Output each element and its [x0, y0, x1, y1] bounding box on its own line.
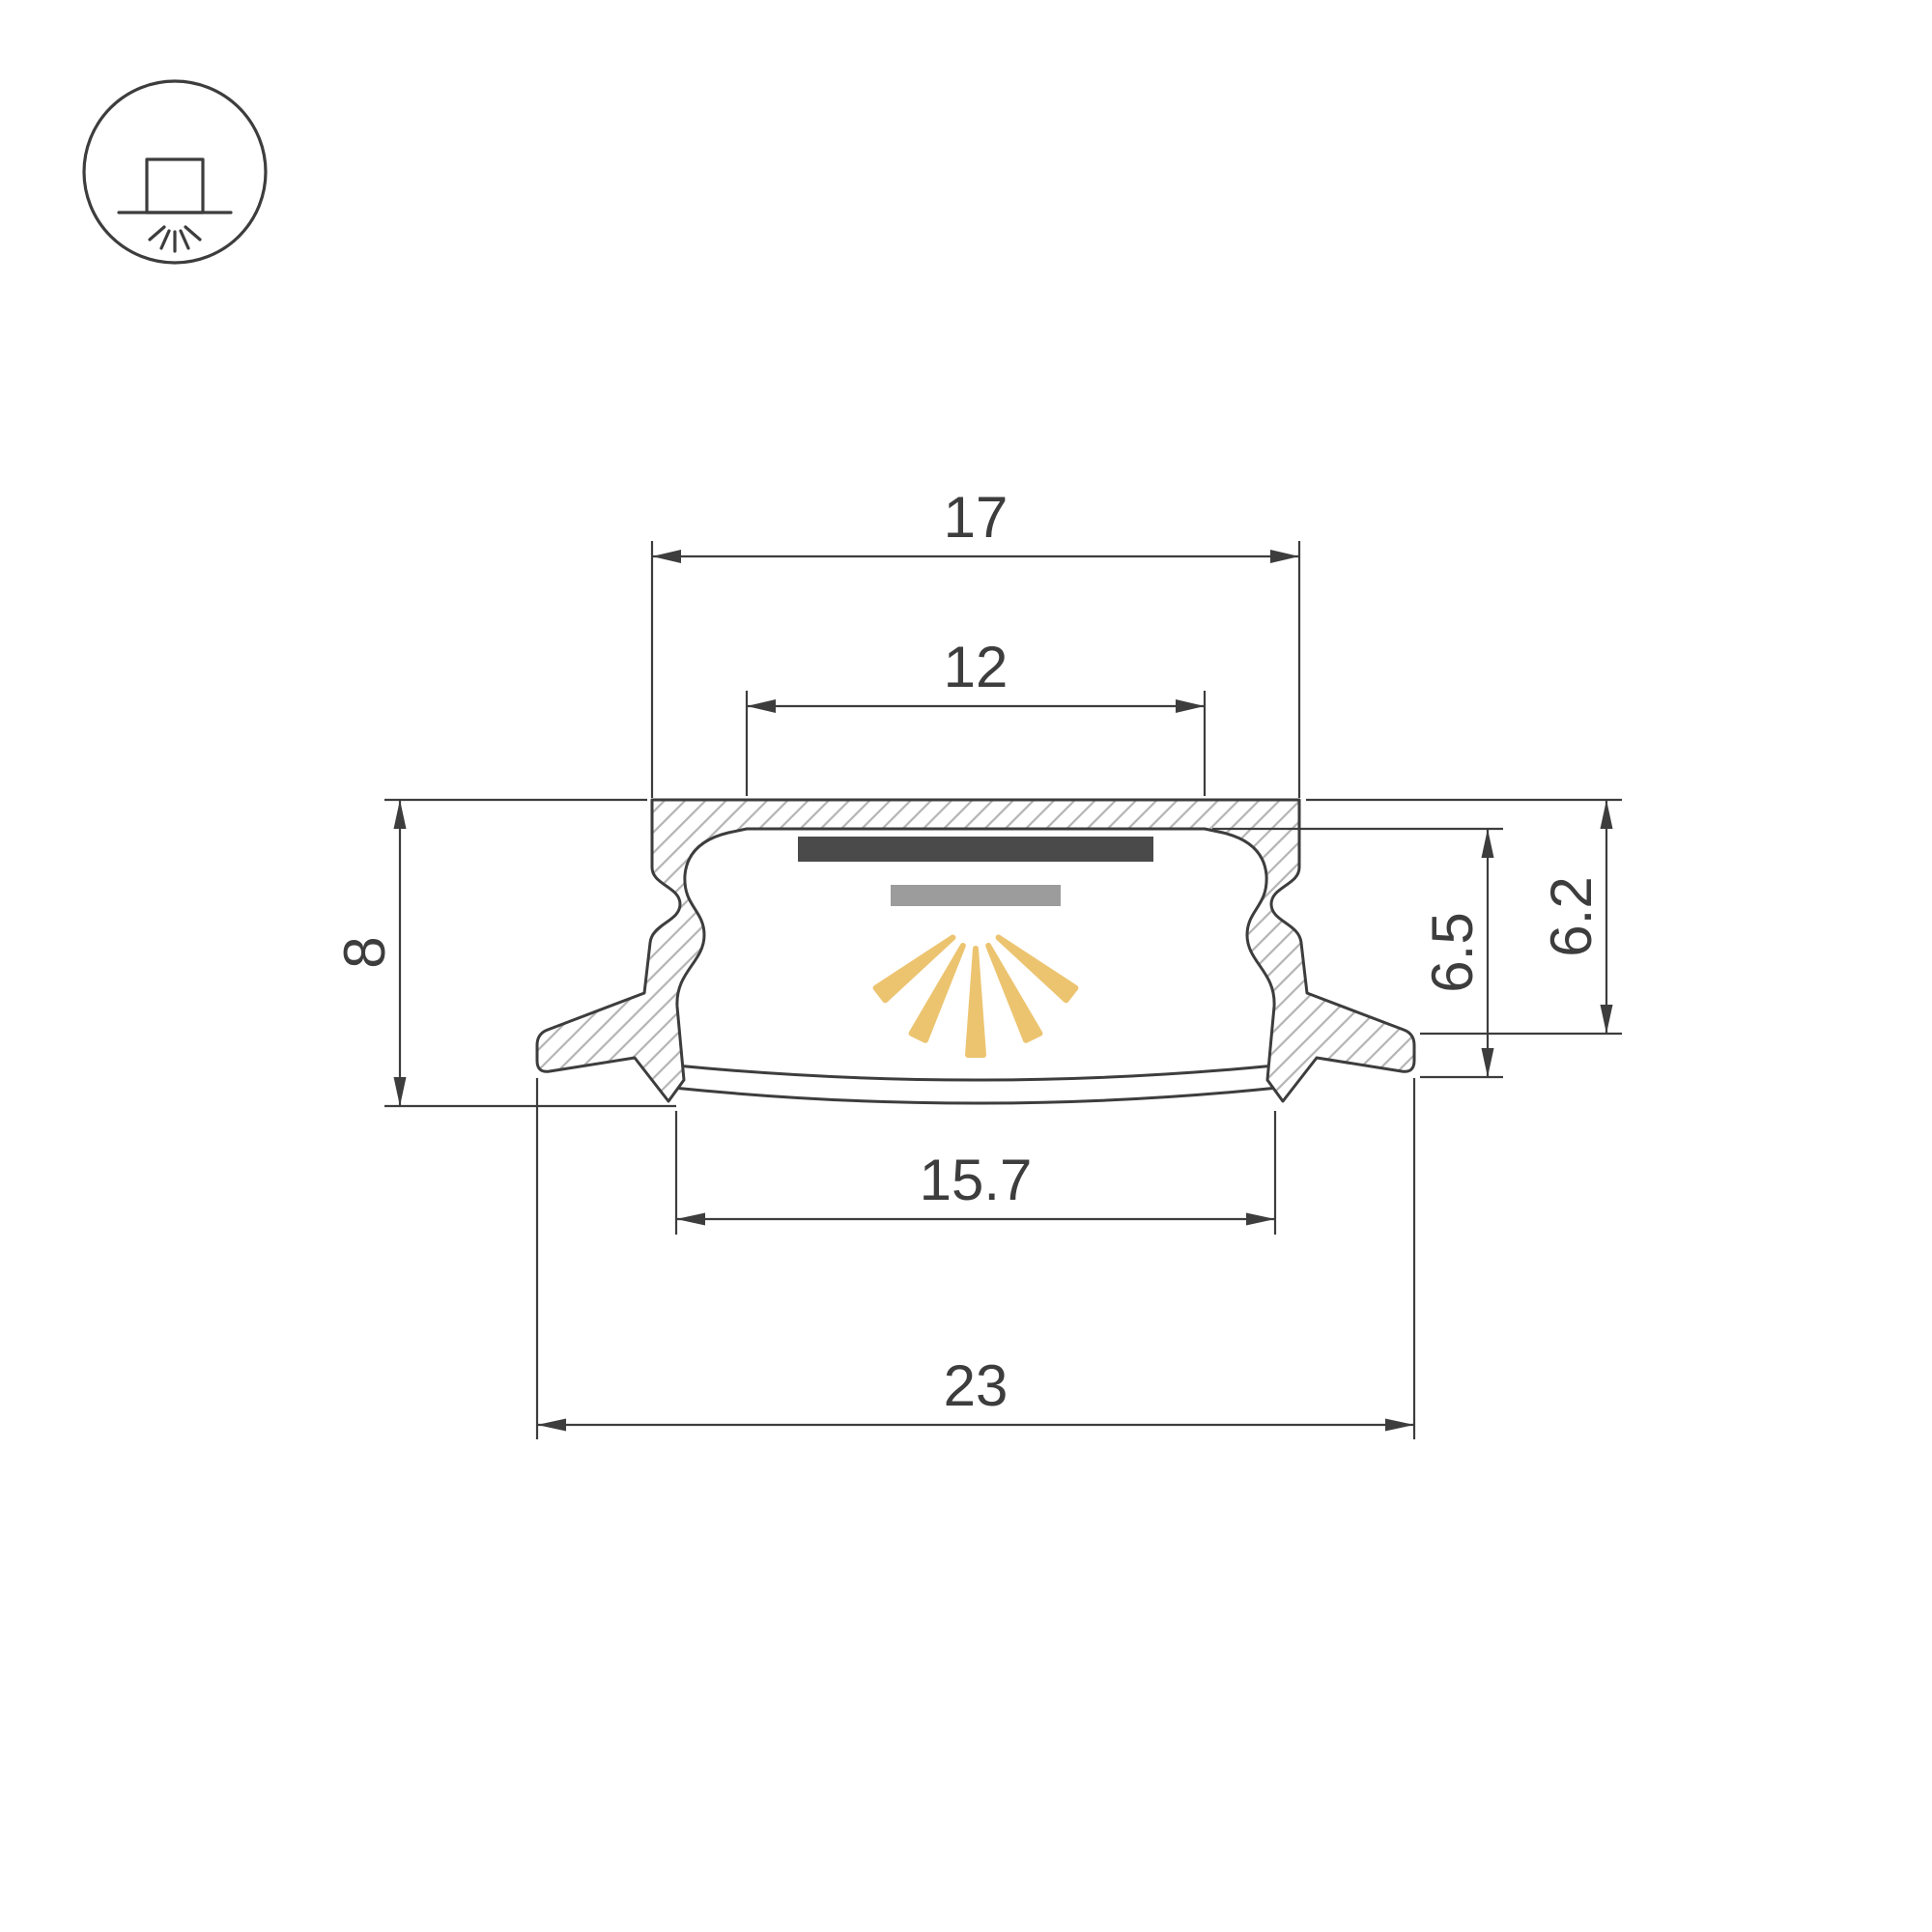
dimension-label: 12: [944, 635, 1009, 699]
arrowheads: [1600, 800, 1613, 1034]
dimension-label: 15.7: [920, 1148, 1033, 1212]
dimension-cavity-height: 6.5: [1212, 827, 1503, 1079]
dimension-label: 6.5: [1420, 912, 1485, 992]
icon-circle: [82, 79, 268, 265]
dimension-top-width: 17: [650, 485, 1301, 798]
dimension-lines: [535, 1078, 1416, 1439]
dimension-label: 6.2: [1539, 876, 1604, 956]
dimension-lines: [1212, 827, 1503, 1079]
dimension-lines: [674, 1111, 1277, 1235]
dimension-label: 23: [944, 1353, 1009, 1418]
light-rays: [872, 934, 1079, 1058]
dimension-label: 8: [332, 936, 397, 968]
dimension-lines: [1306, 798, 1622, 1036]
dimension-lines: [384, 798, 676, 1108]
led-strip: [798, 837, 1153, 862]
led-emitter: [891, 885, 1061, 906]
dimension-label: 17: [944, 485, 1009, 550]
icon-light-rays: [148, 225, 202, 253]
recessed-downlight-icon: [82, 79, 268, 265]
dimension-recess-height: 6.2: [1306, 798, 1622, 1036]
dimension-lines: [745, 691, 1207, 796]
arrowheads: [1481, 829, 1494, 1077]
dimension-bottom-width: 15.7: [674, 1111, 1277, 1235]
icon-fixture-box: [145, 157, 205, 214]
profile-body: [535, 798, 1416, 1103]
dimension-lines: [650, 541, 1301, 798]
dimension-inner-width: 12: [745, 635, 1207, 796]
dimension-height: 8: [332, 798, 676, 1108]
dimension-overall-width: 23: [535, 1078, 1416, 1439]
